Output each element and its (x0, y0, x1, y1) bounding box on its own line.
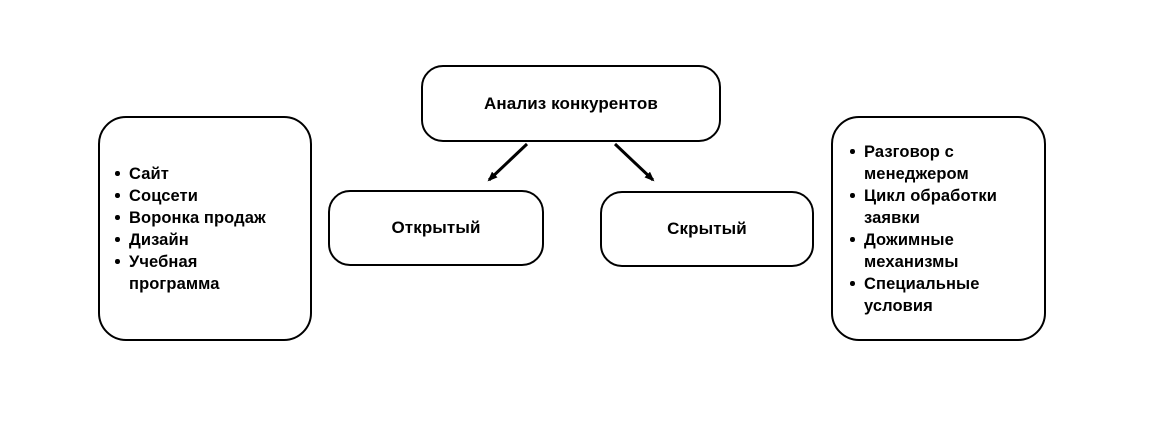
list-item: Специальные условия (848, 273, 1014, 317)
node-competitor-analysis-label: Анализ конкурентов (484, 93, 658, 113)
list-item: Разговор с менеджером (848, 141, 1014, 185)
list-item: Воронка продаж (113, 207, 279, 229)
hidden-analysis-details-box[interactable]: Разговор с менеджером Цикл обработки зая… (831, 116, 1046, 341)
node-hidden[interactable]: Скрытый (600, 191, 814, 267)
arrow-root-to-open (487, 142, 529, 182)
open-analysis-list: Сайт Соцсети Воронка продаж Дизайн Учебн… (113, 163, 279, 295)
open-analysis-details-box[interactable]: Сайт Соцсети Воронка продаж Дизайн Учебн… (98, 116, 312, 341)
node-hidden-label: Скрытый (667, 219, 747, 238)
list-item: Учебная программа (113, 251, 279, 295)
node-open-label: Открытый (391, 218, 481, 237)
list-item: Дизайн (113, 229, 279, 251)
list-item: Дожимные механизмы (848, 229, 1014, 273)
list-item: Соцсети (113, 185, 279, 207)
node-open[interactable]: Открытый (328, 190, 544, 266)
node-competitor-analysis[interactable]: Анализ конкурентов (421, 65, 721, 142)
hidden-analysis-list: Разговор с менеджером Цикл обработки зая… (848, 141, 1014, 317)
arrow-root-to-hidden (613, 142, 655, 182)
list-item: Сайт (113, 163, 279, 185)
list-item: Цикл обработки заявки (848, 185, 1014, 229)
